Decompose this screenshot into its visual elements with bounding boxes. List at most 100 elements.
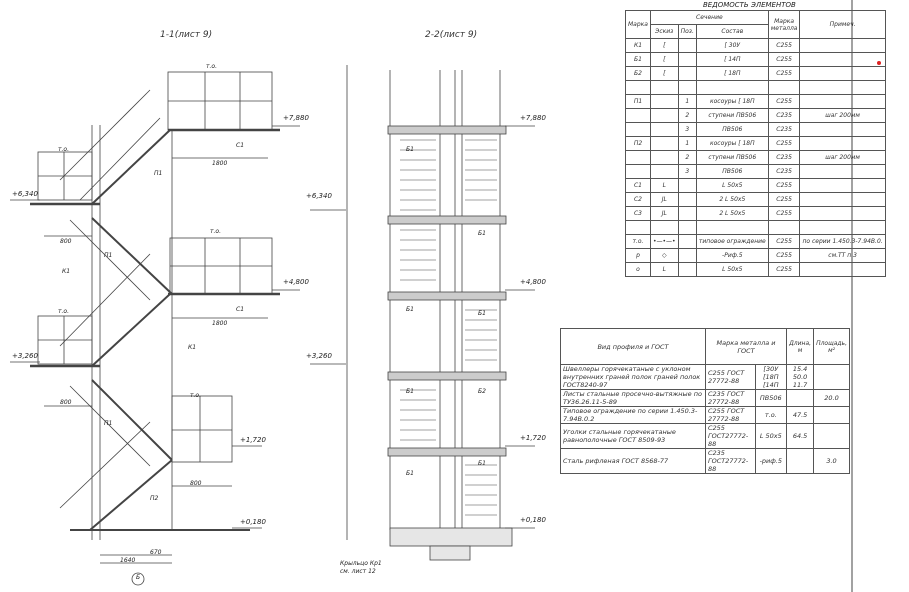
cell-steel: С255 bbox=[767, 38, 801, 53]
element-label: Б1 bbox=[478, 310, 486, 317]
level-mark: +1,720 bbox=[520, 434, 546, 442]
cell-pos: 2 bbox=[677, 108, 697, 123]
table-row bbox=[625, 80, 886, 95]
cell-sketch bbox=[649, 150, 679, 165]
table-row: Листы стальные просечно-вытяжные по ТУ36… bbox=[560, 389, 850, 407]
cell-note bbox=[799, 164, 886, 179]
cell-profile: Швеллеры горячекатаные с уклоном внутрен… bbox=[560, 364, 706, 390]
cell-comp bbox=[695, 220, 769, 235]
cell-mark bbox=[625, 108, 651, 123]
cell-steel bbox=[767, 220, 801, 235]
cell-steel: С255 bbox=[767, 248, 801, 263]
cell-length bbox=[786, 389, 815, 407]
level-mark: +7,880 bbox=[520, 114, 546, 122]
table-row: Уголки стальные горячекатаные равнополоч… bbox=[560, 423, 850, 449]
cell-steel: С255 bbox=[767, 136, 801, 151]
dimension: 1800 bbox=[212, 160, 228, 167]
cell-comp: косоуры [ 18П bbox=[695, 136, 769, 151]
cell-steel: С235 bbox=[767, 164, 801, 179]
dimension: 800 bbox=[190, 480, 202, 487]
col-composition: Состав bbox=[695, 24, 769, 39]
cell-comp: [ 30У bbox=[695, 38, 769, 53]
element-label: Б1 bbox=[406, 388, 414, 395]
cell-mark: П1 bbox=[625, 94, 651, 109]
cell-sketch: [ bbox=[649, 38, 679, 53]
cell-comp: [ 14П bbox=[695, 52, 769, 67]
cell-comp: L 50х5 bbox=[695, 262, 769, 277]
cell-pos: 2 bbox=[677, 150, 697, 165]
cell-pos bbox=[677, 206, 697, 221]
note-line: Крыльцо Кр1 bbox=[340, 560, 382, 567]
level-mark: +6,340 bbox=[306, 192, 332, 200]
cell-sketch: L bbox=[649, 178, 679, 193]
cell-comp bbox=[695, 80, 769, 95]
cell-pos bbox=[677, 192, 697, 207]
cell-pos bbox=[677, 80, 697, 95]
cell-note bbox=[799, 38, 886, 53]
cell-mark: П2 bbox=[625, 136, 651, 151]
cell-note bbox=[799, 178, 886, 193]
cell-pos bbox=[677, 220, 697, 235]
cell-length bbox=[786, 448, 815, 474]
cell-mark: С2 bbox=[625, 192, 651, 207]
cell-mark: р bbox=[625, 248, 651, 263]
element-label: т.о. bbox=[58, 146, 69, 153]
cell-steel: С255 bbox=[767, 66, 801, 81]
cell-mark: т.о. bbox=[625, 234, 651, 249]
cell-sketch bbox=[649, 220, 679, 235]
cell-mark bbox=[625, 220, 651, 235]
level-mark: +4,800 bbox=[283, 278, 309, 286]
element-label: П1 bbox=[154, 170, 163, 177]
cell-note: см.ТТ п.3 bbox=[799, 248, 886, 263]
cell-sketch bbox=[649, 80, 679, 95]
cell-pos bbox=[677, 178, 697, 193]
cell-comp: L 50х5 bbox=[695, 178, 769, 193]
element-label: т.о. bbox=[190, 392, 201, 399]
elements-table: Марка Сечение Марка металла Примеч. Эски… bbox=[625, 10, 886, 277]
cell-pos bbox=[677, 52, 697, 67]
cell-mark bbox=[625, 164, 651, 179]
marker-dot bbox=[877, 61, 881, 65]
cell-area bbox=[813, 423, 850, 449]
cell-sketch bbox=[649, 122, 679, 137]
element-label: Б1 bbox=[406, 146, 414, 153]
cell-sketch bbox=[649, 136, 679, 151]
cell-steel: С235 ГОСТ 27772-88 bbox=[705, 389, 756, 407]
cell-note bbox=[799, 66, 886, 81]
cell-mark bbox=[625, 122, 651, 137]
cell-note: по серии 1.450.3-7.94В.0. bbox=[799, 234, 886, 249]
element-label: К1 bbox=[188, 344, 197, 351]
cell-note bbox=[799, 220, 886, 235]
cell-steel: С235 bbox=[767, 150, 801, 165]
dimension: 800 bbox=[60, 399, 72, 406]
cell-area bbox=[813, 364, 850, 390]
dimension: 1800 bbox=[212, 320, 228, 327]
cell-pos bbox=[677, 262, 697, 277]
section-1-title: 1-1(лист 9) bbox=[160, 30, 213, 40]
col-profile: Вид профиля и ГОСТ bbox=[560, 328, 706, 365]
cell-steel: С255 bbox=[767, 178, 801, 193]
cell-steel: С255 ГОСТ 27772-88 bbox=[705, 364, 756, 390]
col-section: Сечение bbox=[649, 10, 769, 25]
level-mark: +0,180 bbox=[520, 516, 546, 524]
cell-mark: К1 bbox=[625, 38, 651, 53]
element-label: П2 bbox=[150, 495, 159, 502]
cell-steel: С235 ГОСТ27772-88 bbox=[705, 448, 756, 474]
element-label: Б1 bbox=[478, 230, 486, 237]
materials-table-body: Швеллеры горячекатаные с уклоном внутрен… bbox=[560, 364, 850, 474]
cell-sketch: •—•—• bbox=[649, 234, 679, 249]
dimension: 1640 bbox=[120, 557, 136, 564]
cell-mark: С1 bbox=[625, 178, 651, 193]
